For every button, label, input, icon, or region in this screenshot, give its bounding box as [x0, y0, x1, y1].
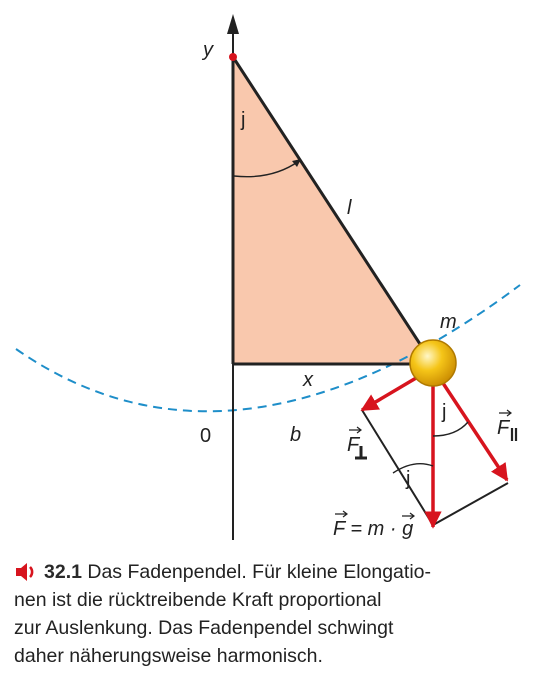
f-parallel-label: F [497, 409, 518, 441]
angle-arc-top-arrowhead [292, 159, 301, 167]
angle-label-mid: j [441, 401, 446, 423]
y-axis-arrowhead [227, 14, 239, 34]
caption-number: 32.1 [44, 561, 82, 583]
svg-text:F = m · g: F = m · g [333, 518, 413, 540]
angle-arc-mid [432, 421, 469, 437]
force-parallel-arrow [431, 367, 509, 482]
length-label: l [347, 197, 352, 219]
figure-caption: 32.1 Das Fadenpendel. Für kleine Elongat… [14, 558, 529, 670]
caption-line-1: 32.1 Das Fadenpendel. Für kleine Elongat… [14, 558, 529, 586]
y-axis-label: y [201, 39, 214, 61]
angle-arc-low [392, 463, 434, 474]
angle-arc-top [233, 160, 300, 178]
caption-line-2: nen ist die rücktreibende Kraft proporti… [14, 589, 382, 611]
swing-arc [15, 284, 521, 413]
arc-length-label: b [290, 424, 301, 446]
pendulum-diagram: y j l m x 0 b j j F F F = m · g [15, 14, 521, 540]
mass-label: m [440, 311, 457, 333]
svg-text:F: F [347, 434, 361, 456]
pivot-point [229, 53, 237, 61]
force-parallelogram [361, 409, 509, 527]
angle-label-low: j [405, 468, 410, 490]
thread [231, 56, 435, 365]
f-perp-label: F [347, 426, 367, 460]
origin-label: 0 [200, 425, 211, 447]
caption-line-3: zur Auslenkung. Das Fadenpendel schwingt [14, 617, 394, 639]
speaker-link-icon[interactable] [14, 562, 38, 582]
caption-text-1: Das Fadenpendel. Für kleine Elongatio- [87, 561, 431, 583]
svg-text:F: F [497, 417, 511, 439]
displacement-label: x [302, 369, 314, 391]
f-total-label: F = m · g [333, 510, 415, 540]
pendulum-bob [409, 339, 457, 387]
angle-label-top: j [240, 109, 245, 131]
caption-line-4: daher näherungsweise harmonisch. [14, 645, 323, 667]
